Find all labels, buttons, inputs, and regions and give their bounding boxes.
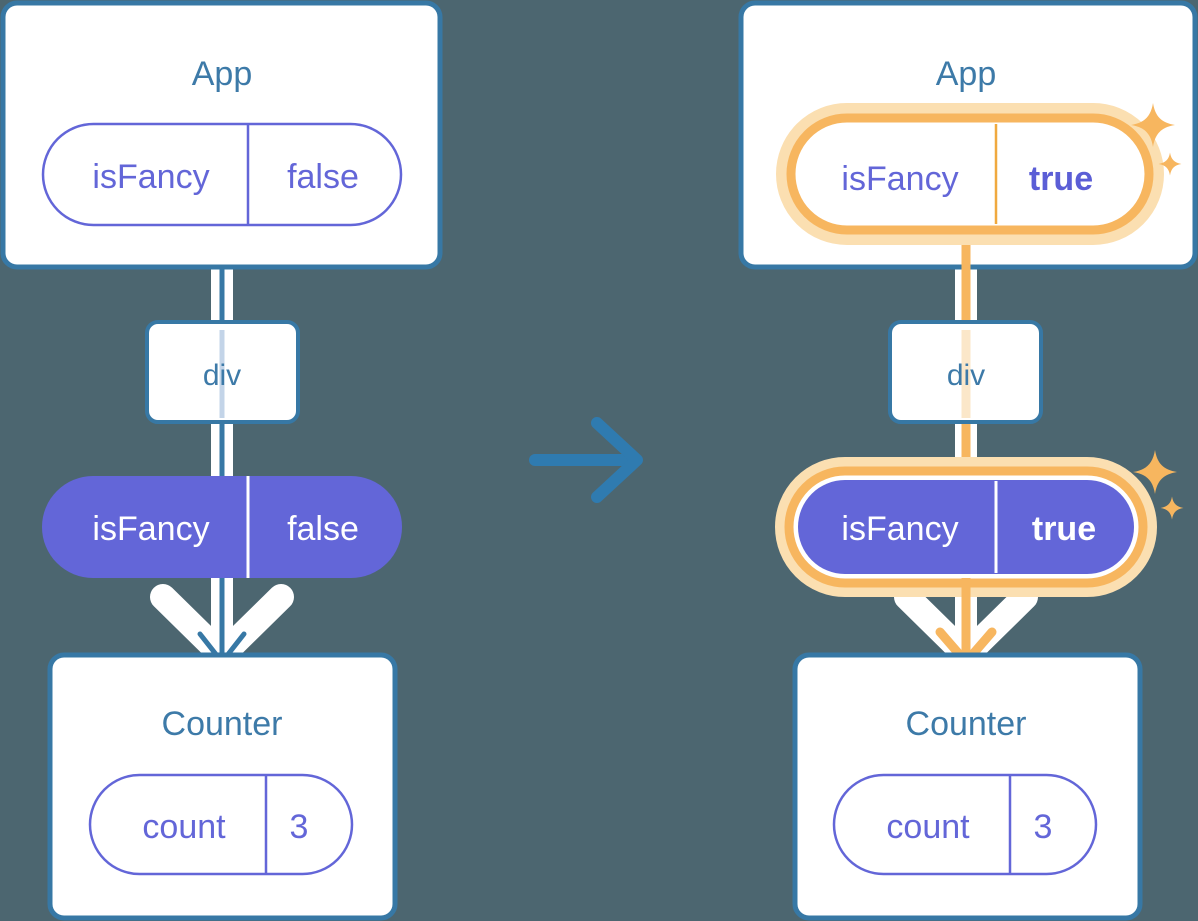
counter-state-pill-key: count — [142, 808, 226, 846]
app-state-pill-key: isFancy — [92, 158, 209, 196]
app-state-pill-value: false — [287, 158, 359, 196]
app-box-title: App — [192, 55, 253, 93]
prop-pill-key: isFancy — [841, 510, 958, 548]
counter-state-pill-value: 3 — [290, 808, 309, 846]
transition-arrow-right-icon — [529, 417, 643, 503]
prop-pill-fill — [798, 480, 1134, 574]
diagram-before: App isFancy false div isFancy false — [0, 0, 443, 921]
app-state-pill-glow — [776, 103, 1164, 245]
sparkle-small-mid-icon — [1160, 496, 1184, 520]
app-state-pill-before: isFancy false — [41, 122, 403, 227]
counter-state-pill-key: count — [886, 808, 970, 846]
dom-node-tag-label: div — [947, 359, 985, 392]
app-box-title: App — [936, 55, 997, 93]
dom-node-box-before: div — [145, 320, 300, 424]
prop-pill-value: false — [287, 510, 359, 548]
counter-state-pill-before: count 3 — [88, 773, 354, 876]
dom-node-tag-label: div — [203, 359, 241, 392]
prop-pill-after: isFancy true — [775, 457, 1157, 597]
app-state-pill-after: isFancy true — [776, 103, 1164, 245]
counter-box-title: Counter — [162, 705, 283, 743]
prop-pill-key: isFancy — [92, 510, 209, 548]
app-state-pill-value: true — [1029, 160, 1093, 198]
dom-node-box-after: div — [888, 320, 1043, 424]
app-state-pill-ring — [786, 113, 1154, 235]
prop-pill-value: true — [1032, 510, 1096, 548]
prop-pill-before: isFancy false — [42, 476, 402, 578]
diagram-after: App isFancy true div — [738, 0, 1198, 921]
counter-box-title: Counter — [906, 705, 1027, 743]
app-state-pill-key: isFancy — [841, 160, 958, 198]
counter-state-pill-value: 3 — [1034, 808, 1053, 846]
counter-state-pill-after: count 3 — [832, 773, 1098, 876]
